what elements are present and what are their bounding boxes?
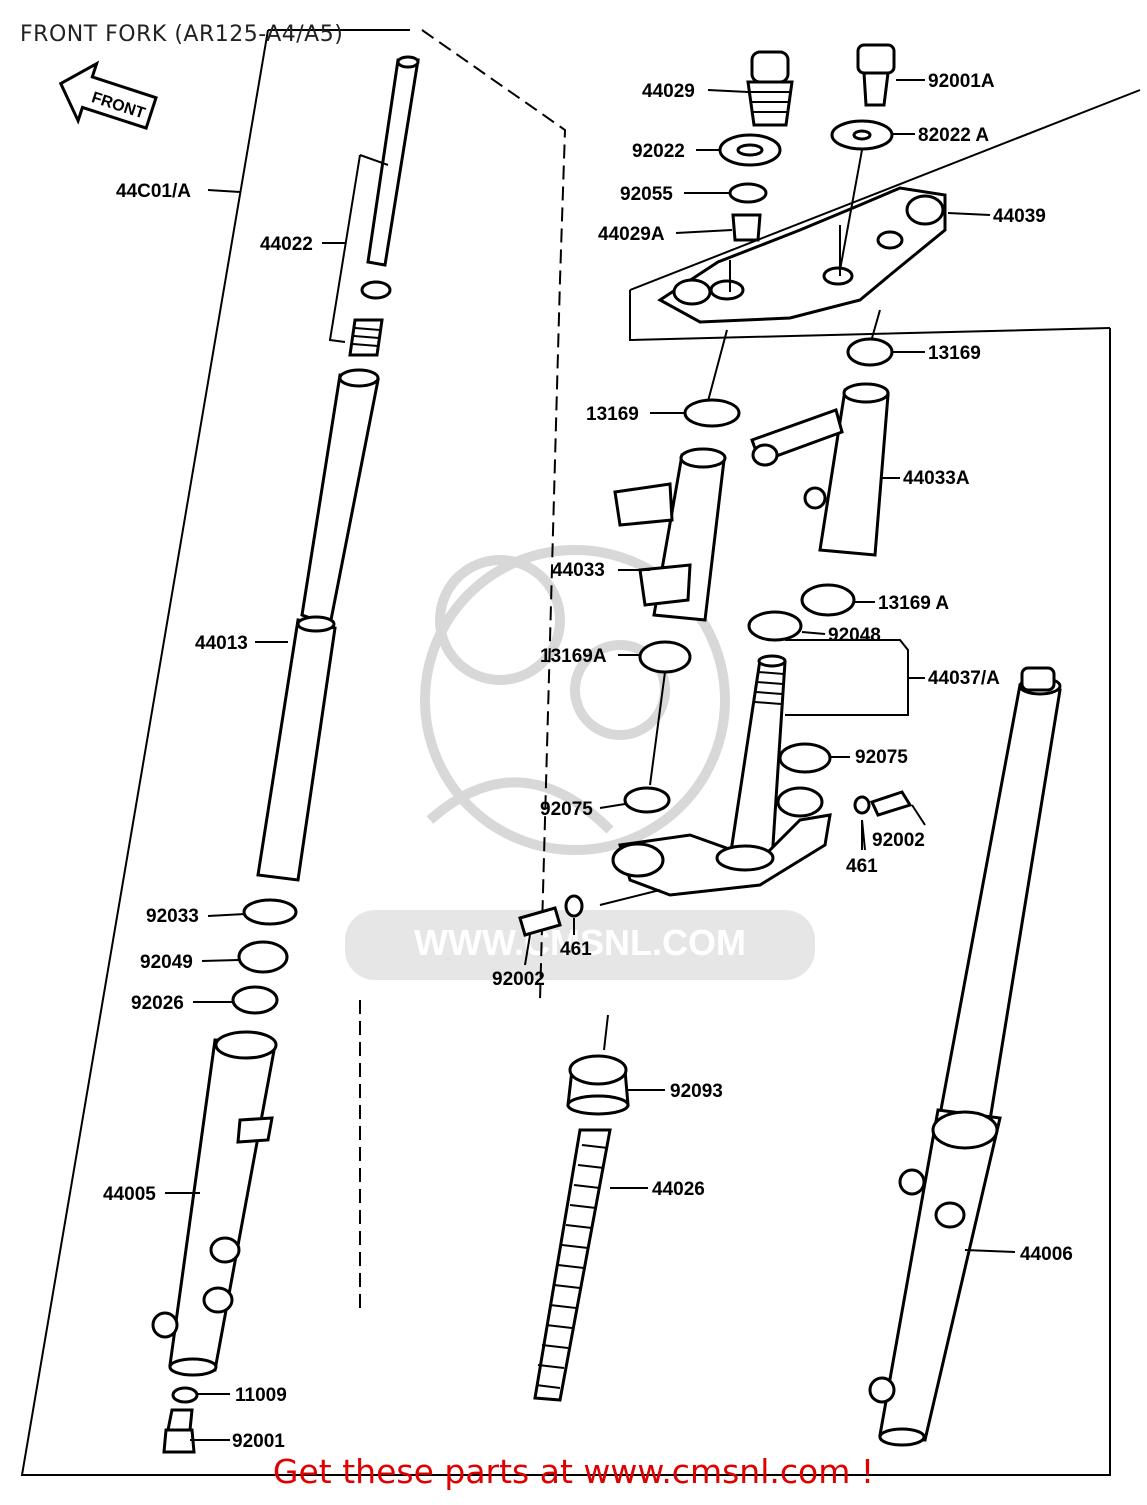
label-461-right: 461 [846, 856, 878, 877]
clamp-stem-assembly [518, 337, 913, 937]
label-44006: 44006 [1020, 1244, 1073, 1265]
left-fork-assembly [151, 55, 420, 1454]
diagram-title: FRONT FORK (AR125-A4/A5) [20, 22, 344, 47]
label-13169a-left: 13169A [540, 646, 607, 667]
label-92002-right: 92002 [872, 830, 925, 851]
label-92075-left: 92075 [540, 799, 593, 820]
label-44037a: 44037/A [928, 668, 1000, 689]
label-92093: 92093 [670, 1081, 723, 1102]
label-44039: 44039 [993, 206, 1046, 227]
label-44029a: 44029A [598, 224, 665, 245]
label-92022a: 82022 A [918, 125, 989, 146]
label-92001: 92001 [232, 1431, 285, 1452]
label-92048: 92048 [828, 625, 881, 646]
label-44005: 44005 [103, 1184, 156, 1205]
label-92002-left: 92002 [492, 969, 545, 990]
leader-lines [165, 79, 1016, 1441]
label-92022: 92022 [632, 141, 685, 162]
label-92001a: 92001A [928, 71, 995, 92]
label-13169-right: 13169 [928, 343, 981, 364]
front-arrow: FRONT [58, 60, 158, 130]
watermark-text: WWW.CMSNL.COM [414, 922, 746, 963]
label-92075-right: 92075 [855, 747, 908, 768]
label-44026: 44026 [652, 1179, 705, 1200]
watermark: WWW.CMSNL.COM [345, 545, 815, 980]
label-92055: 92055 [620, 184, 673, 205]
frame-outline [20, 29, 1141, 1476]
label-461-left: 461 [560, 939, 592, 960]
right-fork-tube [868, 666, 1062, 1447]
label-44033a: 44033A [903, 468, 970, 489]
label-92026: 92026 [131, 993, 184, 1014]
label-92033: 92033 [146, 906, 199, 927]
top-bracket-assembly [657, 43, 947, 406]
label-11009: 11009 [235, 1385, 287, 1406]
label-44022: 44022 [260, 234, 313, 255]
label-92049: 92049 [140, 952, 193, 973]
footer-link[interactable]: Get these parts at www.cmsnl.com ! [272, 1452, 875, 1491]
part-labels: 44C01/A 44022 44013 92033 92049 92026 44… [103, 71, 1073, 1452]
label-13169a-right: 13169 A [878, 593, 949, 614]
label-44001a: 44C01/A [116, 181, 191, 202]
spring-assembly [533, 1014, 630, 1402]
label-44013: 44013 [195, 633, 248, 654]
label-44033: 44033 [552, 560, 605, 581]
label-13169-left: 13169 [586, 404, 639, 425]
label-44029: 44029 [642, 81, 695, 102]
